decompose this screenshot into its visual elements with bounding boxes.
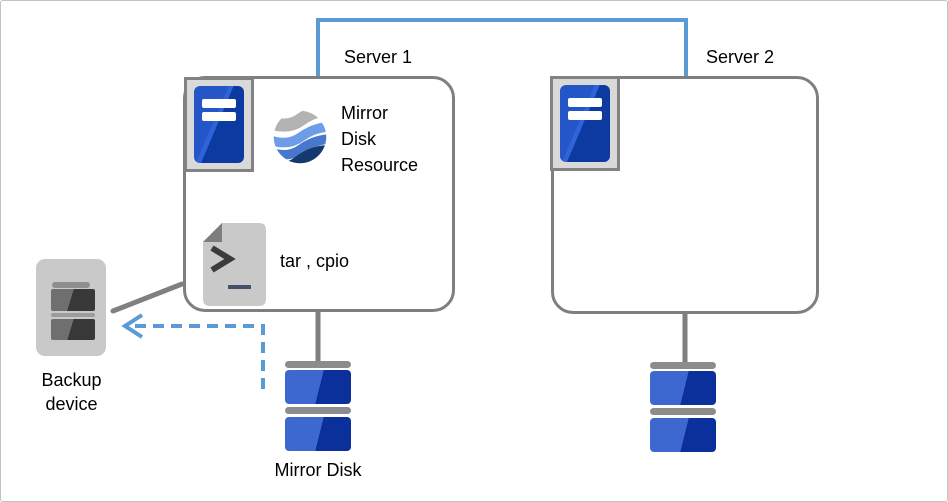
- server2-disk-icon: [650, 362, 716, 452]
- disk-platter: [285, 417, 351, 451]
- mirror-disk-label: Mirror Disk: [274, 460, 362, 480]
- backup-device-icon: [36, 259, 106, 356]
- device-drive-slot: [51, 289, 95, 311]
- tower-body: [560, 85, 610, 162]
- backup-device-label-line: Backup: [41, 370, 102, 390]
- mirror-disk-resource-label-line: Mirror: [341, 103, 388, 123]
- server1-tower-icon: [184, 77, 254, 172]
- mirror-disk-icon: [285, 361, 351, 451]
- backup-tools-label: tar , cpio: [280, 251, 350, 271]
- tower-slot-bar: [202, 99, 236, 108]
- disk-cap: [650, 362, 716, 369]
- interconnect-line: [316, 18, 688, 77]
- disk-cap: [285, 361, 351, 368]
- mirror-disk-resource-label: Mirror Disk Resource: [341, 100, 418, 178]
- device-drive-slot: [51, 319, 95, 340]
- tower-body: [194, 86, 244, 163]
- backup-flow-dashed-line: [133, 324, 265, 389]
- script-file-icon: [203, 223, 266, 306]
- tower-slot-bar: [568, 111, 602, 120]
- disk-divider: [650, 408, 716, 415]
- device-vent-bar: [52, 282, 90, 288]
- backup-flow-arrowhead-icon: [121, 313, 144, 339]
- mirror-disk-resource-label-line: Disk: [341, 129, 376, 149]
- backup-device-label-line: device: [45, 394, 98, 414]
- server1-label: Server 1: [344, 47, 413, 67]
- backup-device-label: Backup device: [14, 368, 129, 416]
- tower-slot-bar: [568, 98, 602, 107]
- server2-label: Server 2: [706, 47, 775, 67]
- server2-tower-icon: [550, 76, 620, 171]
- disk-platter: [650, 371, 716, 405]
- tower-slot-bar: [202, 112, 236, 121]
- mirror-disk-resource-icon: [273, 110, 327, 164]
- device-vent-bar: [51, 313, 95, 317]
- disk-platter: [650, 418, 716, 452]
- server1-backup-link-line: [110, 281, 185, 314]
- disk-divider: [285, 407, 351, 414]
- server2-box: [551, 76, 819, 314]
- mirror-disk-resource-label-line: Resource: [341, 155, 419, 175]
- disk-platter: [285, 370, 351, 404]
